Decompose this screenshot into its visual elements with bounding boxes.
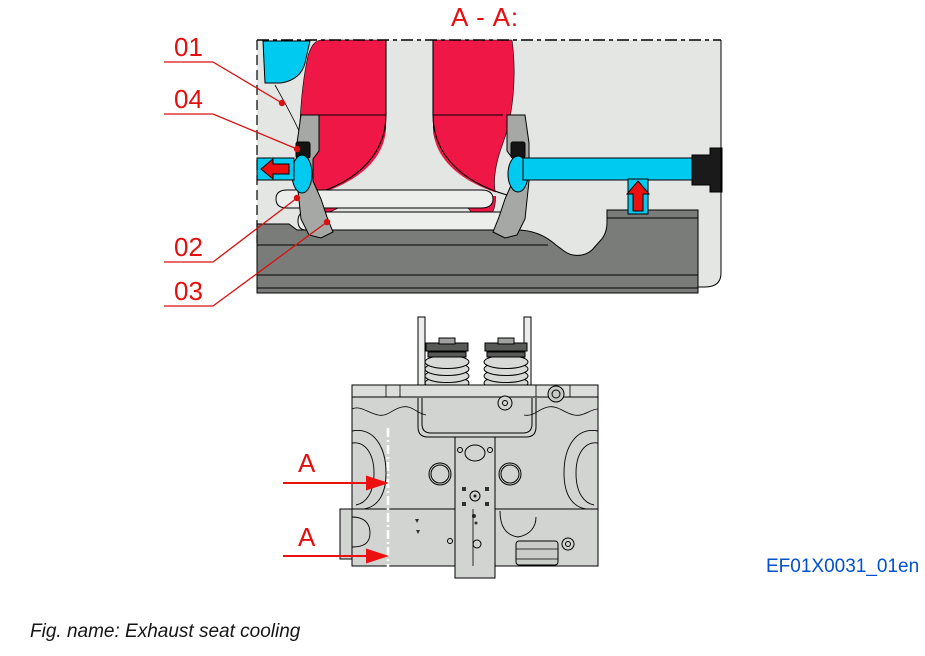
valve-head-upper: [275, 189, 494, 209]
cross-section-drawing: [256, 39, 723, 294]
coolant-plug: [691, 147, 723, 193]
base-deck-lines: [257, 217, 698, 289]
figure-caption: Fig. name: Exhaust seat cooling: [30, 621, 301, 642]
section-marker-upper: A: [298, 448, 316, 478]
valve-fillet-right-edge: [432, 114, 508, 196]
body-outline-right: [698, 40, 722, 288]
central-recess: [417, 398, 537, 438]
port-holes: [428, 462, 522, 486]
valve-spring-left: [424, 337, 470, 390]
valve-stem: [312, 111, 507, 196]
figure-code: EF01X0031_01en: [766, 556, 920, 577]
base-deck: [256, 209, 699, 294]
callout-02: 02: [174, 232, 203, 262]
side-arches: [351, 430, 599, 510]
valve-stem-edges: [385, 40, 434, 115]
coolant-gallery-left: [291, 154, 313, 194]
center-web: [454, 436, 496, 579]
coolant-channel-right: [522, 157, 693, 181]
flow-arrow-up-icon: [625, 180, 651, 212]
elevation-drawing: [339, 316, 599, 579]
flow-arrow-left-icon: [260, 157, 290, 181]
callout-03: 03: [174, 276, 203, 306]
head-top-plate-ticks: [385, 385, 571, 397]
valve-spring-right: [483, 337, 529, 390]
section-marker-lower: A: [298, 522, 316, 552]
head-left-step: [339, 508, 353, 560]
section-title: A - A:: [451, 2, 520, 32]
bolt-detail: [497, 385, 565, 411]
callout-04: 04: [174, 84, 203, 114]
callout-01: 01: [174, 32, 203, 62]
center-web-details: [457, 444, 493, 566]
lower-face-details: [351, 510, 575, 566]
